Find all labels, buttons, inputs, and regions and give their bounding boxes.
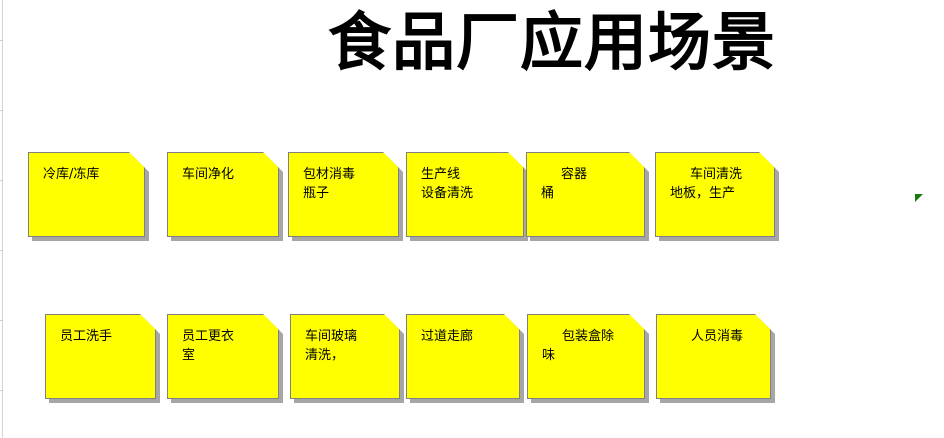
node-label-line: 包装盒除 <box>562 329 615 344</box>
page-edge-tick <box>0 40 3 41</box>
node-container[interactable]: 容器桶 <box>526 152 645 237</box>
node-label-line: 过道走廊 <box>421 329 474 344</box>
node-staff-handwash[interactable]: 员工洗手 <box>45 314 156 399</box>
page-edge-tick <box>0 180 3 181</box>
node-label-line: 桶 <box>541 186 555 201</box>
node-cold-storage[interactable]: 冷库/冻库 <box>28 152 145 237</box>
node-label-line: 员工更衣 <box>182 329 235 344</box>
node-staff-changing-room[interactable]: 员工更衣室 <box>167 314 279 399</box>
node-label-line: 人员消毒 <box>691 329 744 344</box>
node-label-line: 室 <box>182 348 196 363</box>
node-label-line: 车间净化 <box>182 167 235 182</box>
node-label-line: 生产线 <box>421 167 461 182</box>
node-label-line: 瓶子 <box>303 186 330 201</box>
node-label-line: 包材消毒 <box>303 167 356 182</box>
page-edge-tick <box>0 320 3 321</box>
node-label-line: 冷库/冻库 <box>43 167 100 182</box>
node-label-line: 清洗， <box>305 348 345 363</box>
node-label-line: 员工洗手 <box>60 329 113 344</box>
node-workshop-wash[interactable]: 车间清洗地板，生产 <box>655 152 775 237</box>
node-workshop-purify[interactable]: 车间净化 <box>167 152 279 237</box>
node-label-line: 车间清洗 <box>690 167 743 182</box>
node-label-line: 车间玻璃 <box>305 329 358 344</box>
node-production-line[interactable]: 生产线设备清洗 <box>406 152 524 237</box>
node-packaging-disinfect[interactable]: 包材消毒瓶子 <box>288 152 399 237</box>
node-label-line: 味 <box>542 348 556 363</box>
node-package-box-odor[interactable]: 包装盒除味 <box>527 314 645 399</box>
page-title: 食品厂应用场景 <box>328 6 776 79</box>
page-edge-tick <box>0 250 3 251</box>
node-label-line: 地板，生产 <box>670 186 736 201</box>
node-corridor[interactable]: 过道走廊 <box>406 314 520 399</box>
green-corner-marker <box>915 194 923 202</box>
page-edge-tick <box>0 110 3 111</box>
page-edge-line <box>2 0 3 438</box>
node-personnel-disinfect[interactable]: 人员消毒 <box>656 314 771 399</box>
node-workshop-glass[interactable]: 车间玻璃清洗， <box>290 314 400 399</box>
page-edge-tick <box>0 390 3 391</box>
node-label-line: 设备清洗 <box>421 186 474 201</box>
node-label-line: 容器 <box>561 167 588 182</box>
